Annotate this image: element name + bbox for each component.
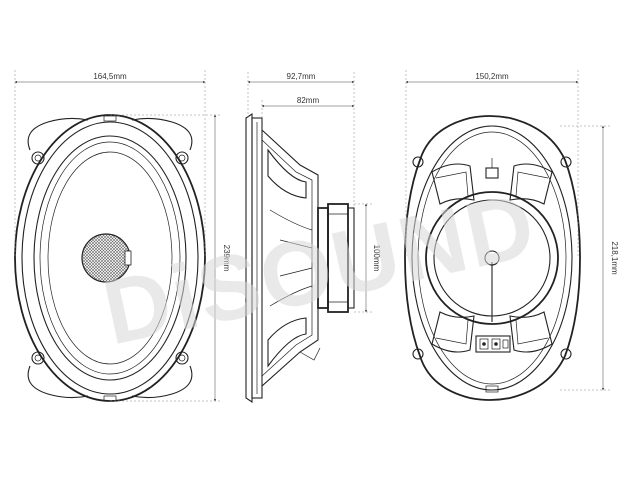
side-flange xyxy=(245,112,253,404)
rear-mount-hole-br xyxy=(560,348,572,360)
front-tab-top xyxy=(103,115,117,122)
front-mount-hole-bl xyxy=(31,351,45,365)
rear-spoke-tl xyxy=(431,163,475,205)
rear-magnet-outer xyxy=(425,191,559,325)
dim-front-width: 164,5mm xyxy=(93,72,127,81)
rear-vent-hole xyxy=(484,250,500,266)
front-flange-bl xyxy=(27,365,89,399)
front-view: 164,5mm 239mm xyxy=(14,70,231,402)
side-rib-bottom xyxy=(267,317,307,368)
front-mount-hole-tl xyxy=(31,151,45,165)
rear-spoke-br xyxy=(509,311,553,353)
rear-mount-hole-tr xyxy=(560,156,572,168)
front-surround-outer xyxy=(33,135,187,381)
rear-top-tab xyxy=(485,167,499,179)
front-flange-br xyxy=(131,365,193,399)
dim-side-magnet: 100mm xyxy=(372,245,381,272)
rear-terminal-block xyxy=(475,335,511,353)
rear-flange-outer xyxy=(404,115,581,401)
rear-mount-hole-bl xyxy=(412,348,424,360)
dim-rear-height: 218,1mm xyxy=(610,241,619,275)
rear-spoke-tr xyxy=(509,163,553,205)
dim-rear-width: 150,2mm xyxy=(475,72,509,81)
dim-front-height: 239mm xyxy=(222,245,231,272)
rear-view: 150,2mm 218,1mm xyxy=(404,70,619,401)
dim-side-depth-total: 92,7mm xyxy=(287,72,316,81)
tweeter-terminal xyxy=(124,250,132,266)
front-flange-tl xyxy=(27,117,89,151)
front-flange-tr xyxy=(131,117,193,151)
side-magnet-plate-back xyxy=(347,207,355,309)
front-mount-hole-tr xyxy=(175,151,189,165)
front-basket-inner xyxy=(21,121,199,395)
front-surround-inner xyxy=(39,141,181,375)
rear-basket-rim xyxy=(411,125,573,391)
rear-spoke-bl xyxy=(431,311,475,353)
front-mount-hole-br xyxy=(175,351,189,365)
side-view: 92,7mm 82mm 100mm xyxy=(245,72,381,404)
side-gasket xyxy=(251,117,263,399)
dim-side-depth-inner: 82mm xyxy=(297,96,320,105)
rear-mount-hole-tl xyxy=(412,156,424,168)
side-rib-top xyxy=(267,148,307,199)
front-cone xyxy=(47,151,173,365)
